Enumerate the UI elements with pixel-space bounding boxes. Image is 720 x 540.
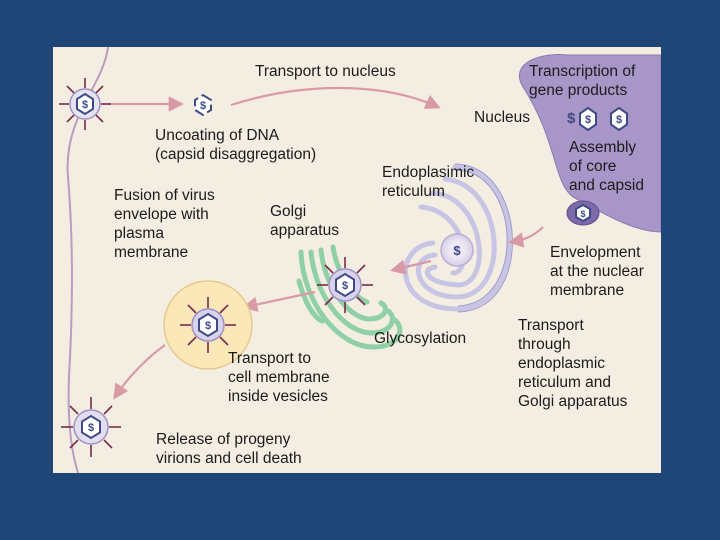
label-line: Golgi apparatus	[518, 393, 628, 410]
svg-text:$: $	[453, 243, 461, 258]
label-line: Transport to	[228, 350, 311, 367]
label-line: Transport	[518, 317, 584, 334]
nuclear-genomes: $ $ $	[567, 106, 628, 132]
label-line: Transcription of	[529, 63, 636, 80]
svg-text:$: $	[567, 110, 576, 127]
svg-text:$: $	[205, 320, 211, 332]
label-line: virions and cell death	[156, 450, 302, 467]
svg-text:$: $	[616, 114, 622, 126]
label-transcription: Transcription of gene products	[529, 62, 635, 100]
label-line: envelope with	[114, 206, 209, 223]
svg-text:$: $	[88, 422, 94, 434]
label-line: inside vesicles	[228, 388, 328, 405]
envelopment-capsid: $	[566, 200, 600, 226]
label-line: apparatus	[270, 222, 339, 239]
label-line: through	[518, 336, 571, 353]
virion-entry: $	[59, 78, 111, 130]
label-fusion: Fusion of virus envelope with plasma mem…	[114, 186, 215, 262]
label-assembly: Assembly of core and capsid	[569, 138, 644, 195]
arrow-vesicle-to-release	[113, 344, 166, 400]
label-glycosylation: Glycosylation	[374, 330, 467, 347]
arrow-golgi-to-vesicle	[241, 290, 316, 312]
svg-text:$: $	[580, 209, 585, 219]
label-line: Assembly	[569, 139, 637, 156]
label-line: and capsid	[569, 177, 644, 194]
transport-vesicle: $	[163, 280, 253, 370]
label-line: endoplasmic	[518, 355, 606, 372]
label-line: Fusion of virus	[114, 187, 215, 204]
label-line: gene products	[529, 82, 628, 99]
label-line: Endoplasimic	[382, 164, 475, 181]
label-transport-er-golgi: Transport through endoplasmic reticulum …	[518, 316, 627, 411]
label-line: of core	[569, 158, 617, 175]
label-uncoating: Uncoating of DNA (capsid disaggregation)	[155, 126, 316, 164]
label-release: Release of progeny virions and cell deat…	[156, 430, 302, 468]
label-line: Uncoating of DNA	[155, 127, 280, 144]
label-line: plasma	[114, 225, 164, 242]
label-golgi: Golgi apparatus	[270, 202, 339, 240]
process-arrows	[108, 86, 544, 400]
svg-text:$: $	[82, 99, 88, 111]
label-endoplasmic-reticulum: Endoplasimic reticulum	[382, 163, 474, 201]
label-line: (capsid disaggregation)	[155, 146, 317, 163]
label-line: Envelopment	[550, 244, 641, 261]
capsid-uncoating: $	[194, 93, 212, 117]
label-line: reticulum and	[518, 374, 612, 391]
diagram-panel: $ $ $ $ $ $ $	[53, 47, 661, 473]
label-line: membrane	[550, 282, 625, 299]
virion-in-golgi: $	[317, 257, 373, 313]
label-envelopment: Envelopment at the nuclear membrane	[550, 243, 644, 300]
arrow-er-to-golgi	[390, 259, 432, 275]
arrow-to-nucleus	[230, 86, 441, 109]
svg-text:$: $	[342, 280, 348, 292]
label-line: Golgi	[270, 203, 307, 220]
virion-released: $	[61, 397, 121, 457]
label-line: at the nuclear	[550, 263, 644, 280]
label-nucleus: Nucleus	[474, 109, 530, 126]
label-line: membrane	[114, 244, 189, 261]
virion-in-er: $	[440, 233, 474, 267]
label-transport-cell-membrane: Transport to cell membrane inside vesicl…	[228, 349, 330, 406]
svg-text:$: $	[200, 100, 206, 112]
label-line: reticulum	[382, 183, 445, 200]
svg-text:$: $	[585, 114, 591, 126]
virus-replication-diagram: $ $ $ $ $ $ $	[53, 47, 661, 473]
label-transport-to-nucleus: Transport to nucleus	[255, 63, 396, 80]
label-line: Release of progeny	[156, 431, 291, 448]
golgi-apparatus	[296, 244, 403, 350]
arrow-nucleus-to-er	[507, 226, 544, 248]
label-line: cell membrane	[228, 369, 330, 386]
nucleus-shape	[519, 53, 661, 233]
